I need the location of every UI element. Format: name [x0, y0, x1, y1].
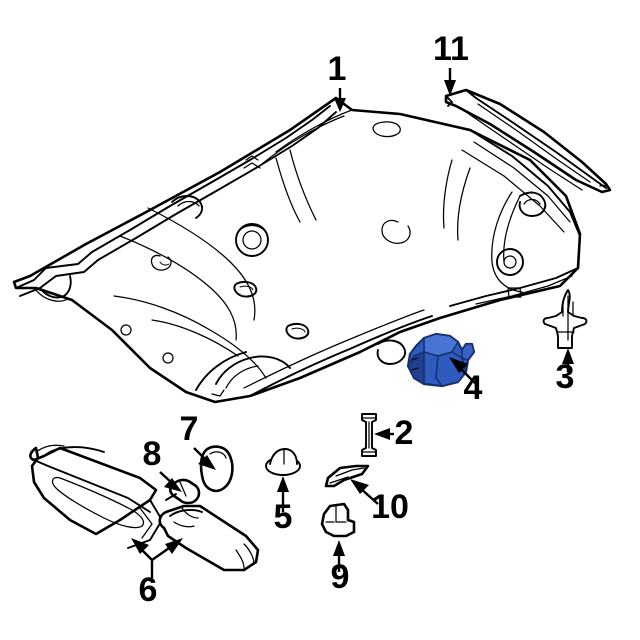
leader-callout-4 [449, 357, 478, 386]
callout-label-8: 8 [143, 435, 162, 473]
callout-label-9: 9 [331, 558, 350, 596]
part-dome-grommet[interactable] [265, 448, 301, 476]
part-roof-garnish-molding[interactable] [444, 88, 612, 194]
part-trim-strip-small[interactable] [324, 464, 370, 488]
part-visor-clip-oval[interactable] [199, 445, 234, 493]
callout-label-4: 4 [464, 369, 483, 407]
leader-callout-5 [277, 476, 289, 512]
leader-callout-7 [193, 447, 216, 470]
callout-label-7: 7 [180, 410, 199, 448]
leader-callout-6 [131, 538, 183, 578]
leader-callout-9 [333, 540, 345, 572]
leader-callout-1 [334, 88, 346, 112]
part-retainer-pin[interactable] [361, 413, 377, 457]
leader-callout-10 [350, 479, 379, 505]
part-sun-visor-left[interactable] [29, 444, 163, 549]
callout-label-2: 2 [395, 414, 414, 452]
callout-label-6: 6 [139, 571, 158, 609]
part-push-pin-clip[interactable] [542, 289, 588, 349]
callout-label-3: 3 [556, 358, 575, 396]
leader-callout-2 [374, 428, 394, 440]
leader-callout-11 [444, 68, 456, 96]
part-sun-visor-right[interactable] [158, 504, 260, 572]
part-headliner-panel[interactable] [12, 96, 582, 404]
leader-callout-8 [159, 471, 182, 492]
part-hook-retainer[interactable] [320, 502, 356, 538]
leader-callout-3 [562, 348, 574, 372]
callout-label-11: 11 [433, 30, 469, 68]
callout-label-1: 1 [328, 50, 347, 88]
callout-label-10: 10 [371, 488, 409, 526]
callout-label-5: 5 [274, 498, 293, 536]
